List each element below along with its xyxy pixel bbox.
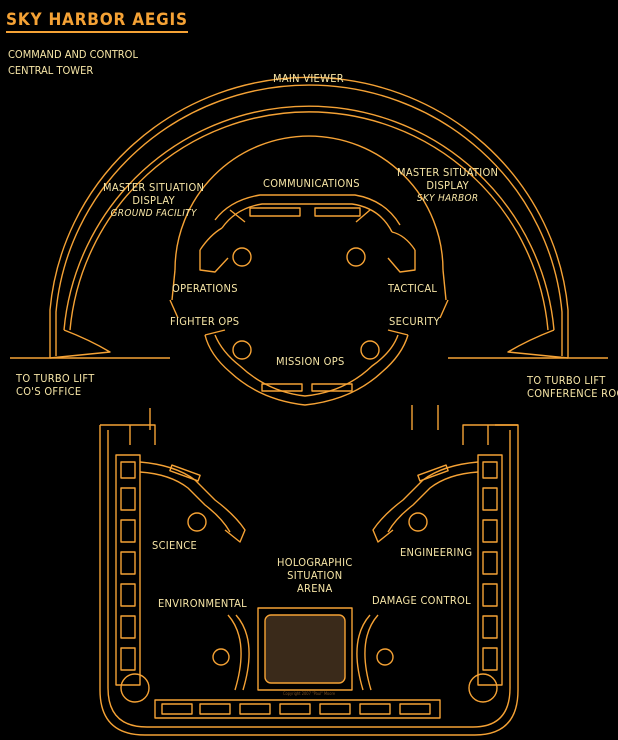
environmental-console: [212, 614, 250, 691]
subtitle-line-2: CENTRAL TOWER: [8, 64, 94, 77]
security-label: SECURITY: [389, 315, 440, 328]
page-title: SKY HARBOR AEGIS: [6, 10, 188, 33]
msd-right-line-2: DISPLAY: [426, 179, 469, 192]
turbo-lift-right-line-1: TO TURBO LIFT: [527, 374, 606, 387]
holo-line-1: HOLOGRAPHIC: [277, 556, 353, 569]
mission-ops-label: MISSION OPS: [276, 355, 345, 368]
subtitle: COMMAND AND CONTROL CENTRAL TOWER: [8, 47, 138, 79]
inner-command-ring: [169, 135, 449, 319]
holo-line-2: SITUATION: [287, 569, 343, 582]
turbo-lift-left-line-1: TO TURBO LIFT: [16, 372, 95, 385]
holographic-arena-label: HOLOGRAPHIC SITUATION ARENA: [277, 556, 353, 595]
side-equipment-racks: [115, 454, 503, 703]
outer-dome-wall: [10, 76, 608, 359]
damage-control-console: [356, 614, 394, 691]
turbo-lift-right-line-2: CONFERENCE ROOM: [527, 387, 618, 400]
operations-label: OPERATIONS: [172, 282, 238, 295]
msd-right-line-3: SKY HARBOR: [416, 193, 479, 204]
bottom-console-strip: [154, 699, 441, 719]
engineering-console: [372, 461, 479, 543]
lower-room-walls: [99, 405, 519, 736]
holographic-arena: [257, 607, 353, 691]
science-label: SCIENCE: [152, 539, 198, 552]
turbo-lift-left-line-2: CO'S OFFICE: [16, 385, 82, 398]
science-console: [139, 461, 246, 543]
subtitle-line-1: COMMAND AND CONTROL: [8, 48, 138, 61]
copyright-text: Copyright 2007 "Paul" Moore: [283, 691, 336, 696]
msd-left-line-1: MASTER SITUATION: [103, 181, 205, 194]
damage-control-label: DAMAGE CONTROL: [372, 594, 471, 607]
lower-console-ring: [204, 329, 409, 406]
msd-right-line-1: MASTER SITUATION: [397, 166, 499, 179]
holo-line-3: ARENA: [296, 582, 333, 595]
turbo-lift-right-label: TO TURBO LIFT CONFERENCE ROOM: [527, 374, 618, 400]
communications-label: COMMUNICATIONS: [263, 177, 360, 190]
fighter-ops-label: FIGHTER OPS: [170, 315, 240, 328]
engineering-label: ENGINEERING: [400, 546, 473, 559]
main-viewer-label: MAIN VIEWER: [273, 72, 344, 85]
msd-left-label: MASTER SITUATION DISPLAY GROUND FACILITY: [103, 181, 204, 220]
msd-right-label: MASTER SITUATION DISPLAY SKY HARBOR: [397, 166, 498, 205]
msd-left-line-3: GROUND FACILITY: [110, 208, 197, 219]
tactical-label: TACTICAL: [388, 282, 438, 295]
environmental-label: ENVIRONMENTAL: [158, 597, 247, 610]
upper-console-ring: [199, 194, 416, 273]
msd-left-line-2: DISPLAY: [132, 194, 175, 207]
turbo-lift-left-label: TO TURBO LIFT CO'S OFFICE: [16, 372, 95, 398]
